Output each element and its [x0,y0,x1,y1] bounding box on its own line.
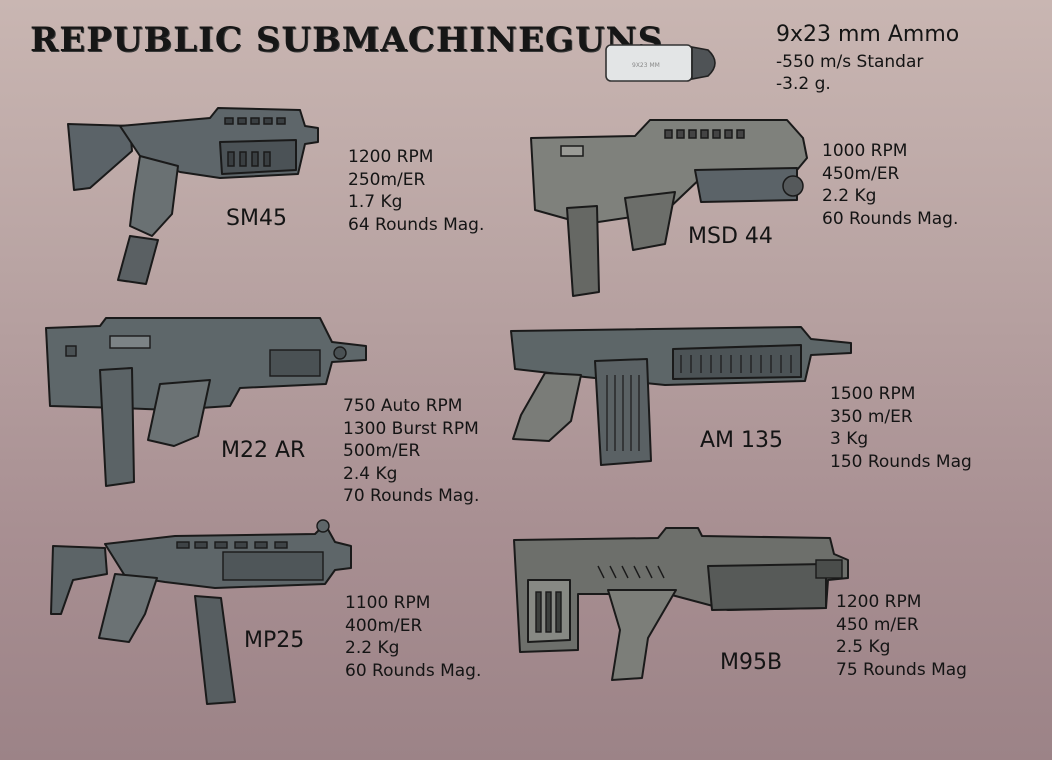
msd44-illustration [530,119,808,297]
stat-range: 450 m/ER [836,614,919,635]
weapon-stats-m95b: 1200 RPM 450 m/ER 2.5 Kg 75 Rounds Mag [836,591,967,681]
weapon-name-mp25: MP25 [244,628,305,653]
weapon-name-msd44: MSD 44 [688,224,773,249]
weapon-name-m95b: M95B [720,650,783,675]
stat-magazine: 60 Rounds Mag. [822,208,959,229]
stat-weight: 1.7 Kg [348,192,403,212]
stat-rpm: 1200 RPM [836,592,922,612]
stat-weight: 2.5 Kg [836,637,891,657]
stat-rpm: 1100 RPM [345,593,431,613]
stat-weight: 2.4 Kg [343,463,398,484]
m95b-illustration [513,527,849,681]
sm45-illustration [67,107,319,285]
weapon-stats-mp25: 1100 RPM 400m/ER 2.2 Kg 60 Rounds Mag. [345,592,481,682]
stat-rpm-burst: 1300 Burst RPM [343,418,479,439]
stat-rpm: 1500 RPM [830,384,916,404]
stat-range: 400m/ER [345,615,423,636]
stat-rpm-auto: 750 Auto RPM [343,396,463,416]
stat-range: 250m/ER [348,169,426,190]
weapon-stats-m22ar: 750 Auto RPM 1300 Burst RPM 500m/ER 2.4 … [343,395,479,508]
stat-range: 500m/ER [343,441,421,461]
stat-magazine: 150 Rounds Mag [830,451,972,472]
weapon-name-m22ar: M22 AR [221,438,306,463]
stat-weight: 2.2 Kg [345,638,400,658]
weapon-stats-sm45: 1200 RPM 250m/ER 1.7 Kg 64 Rounds Mag. [348,146,484,236]
ammo-title: 9x23 mm Ammo [776,22,960,47]
stat-rpm: 1200 RPM [348,147,434,167]
mp25-illustration [50,519,352,705]
casing-marking: 9X23 MM [632,62,660,69]
weapon-stats-msd44: 1000 RPM 450m/ER 2.2 Kg 60 Rounds Mag. [822,140,958,230]
stat-magazine: 70 Rounds Mag. [343,486,480,506]
weapon-name-sm45: SM45 [226,206,287,231]
weapon-name-am135: AM 135 [700,428,784,453]
stat-magazine: 75 Rounds Mag [836,659,967,680]
weapon-stats-am135: 1500 RPM 350 m/ER 3 Kg 150 Rounds Mag [830,383,972,473]
bullet-illustration: 9X23 MM [605,44,716,82]
stat-magazine: 64 Rounds Mag. [348,214,485,235]
stat-rpm: 1000 RPM [822,141,908,161]
ammo-weight: -3.2 g. [776,74,831,94]
ammo-velocity: -550 m/s Standar [776,52,924,72]
stat-range: 350 m/ER [830,406,913,427]
page-title: REPUBLIC SUBMACHINEGUNS [30,20,664,60]
stat-weight: 3 Kg [830,429,869,449]
stat-range: 450m/ER [822,163,900,184]
am135-illustration [510,326,852,466]
stat-weight: 2.2 Kg [822,186,877,206]
stat-magazine: 60 Rounds Mag. [345,660,482,681]
m22ar-illustration [45,317,367,487]
